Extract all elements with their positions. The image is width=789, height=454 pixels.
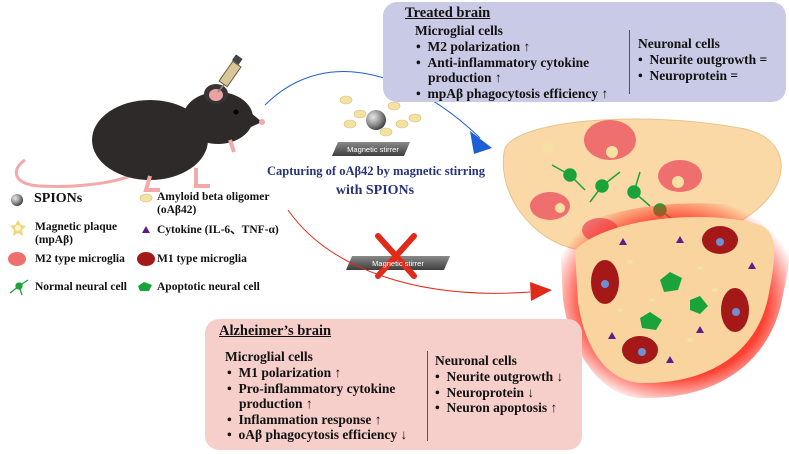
treated-brain-title: Treated brain — [405, 5, 491, 21]
treated-microglia-header: Microglial cells — [415, 23, 503, 38]
stirrer-label-bottom: Magnetic stirrer — [372, 259, 424, 268]
alzheimer-microglia-list: M1 polarization ↑ Pro-inflammatory cytok… — [227, 365, 437, 443]
magnetic-stirrer-bottom — [346, 256, 450, 270]
stirrer-label-top: Magnetic stirrer — [347, 145, 399, 154]
alzheimer-brain-panel: Alzheimer’s brain Microglial cells M1 po… — [205, 319, 582, 450]
list-item: Neuron apoptosis ↑ — [435, 400, 581, 416]
list-item: Neuroprotein ↓ — [435, 385, 581, 401]
magnetic-stirrer-top — [332, 142, 410, 156]
legend-spions: SPIONs — [34, 191, 83, 206]
legend-normal-neuron: Normal neural cell — [35, 281, 127, 293]
m1-microglia-icon — [137, 252, 155, 266]
syringe-icon — [217, 54, 243, 93]
list-item: M2 polarization ↑ — [416, 39, 646, 55]
m2-microglia-icon — [8, 252, 26, 266]
legend-m1: M1 type microglia — [157, 253, 247, 265]
cytokine-icon — [142, 226, 150, 233]
legend-m2: M2 type microglia — [35, 253, 125, 265]
caption-line-2: with SPIONs — [335, 183, 415, 198]
legend-amyloid: Amyloid beta oligomer (oAβ42) — [157, 191, 270, 216]
list-item: Neurite outgrowth ↓ — [435, 369, 581, 385]
list-item: M1 polarization ↑ — [227, 365, 437, 381]
list-item: Neurite outgrowth = — [638, 52, 786, 68]
red-cross-icon — [375, 233, 417, 279]
list-item: Anti-inflammatory cytokine production ↑ — [416, 55, 646, 86]
list-item: Inflammation response ↑ — [227, 412, 437, 428]
list-item: Pro-inflammatory cytokine production ↑ — [227, 381, 437, 412]
treated-neuron-list: Neurite outgrowth = Neuroprotein = — [638, 52, 786, 83]
alzheimer-brain-title: Alzheimer’s brain — [219, 323, 332, 339]
alzheimer-pathway-line — [287, 209, 531, 294]
legend-apoptotic-neuron: Apoptotic neural cell — [157, 281, 260, 293]
legend-plaque: Magnetic plaque (mpAβ) — [35, 221, 118, 246]
treated-pathway-line — [264, 71, 481, 139]
magnetic-plaque-icon — [10, 220, 26, 236]
alzheimer-neuron-list: Neurite outgrowth ↓ Neuroprotein ↓ Neuro… — [435, 369, 581, 416]
normal-neuron-icon — [9, 279, 29, 296]
treated-microglia-list: M2 polarization ↑ Anti-inflammatory cyto… — [416, 39, 646, 101]
alzheimer-neuron-header: Neuronal cells — [435, 353, 517, 368]
spion-icon — [11, 194, 23, 206]
alzheimer-brain-tissue — [560, 203, 789, 399]
list-item: mpAβ phagocytosis efficiency ↑ — [416, 86, 646, 102]
treated-neuron-header: Neuronal cells — [638, 36, 720, 51]
caption-line-1: Capturing of oAβ42 by magnetic stirring — [266, 164, 486, 178]
spion-amyloid-cluster — [339, 95, 422, 137]
alzheimer-microglia-header: Microglial cells — [225, 349, 313, 364]
apoptotic-neuron-icon — [138, 282, 152, 291]
blue-arrow-head — [470, 131, 492, 154]
red-arrow-head — [530, 282, 552, 301]
legend-cytokine: Cytokine (IL-6、TNF-α) — [157, 224, 279, 236]
list-item: oAβ phagocytosis efficiency ↓ — [227, 427, 437, 443]
treated-brain-panel: Treated brain Microglial cells M2 polari… — [383, 2, 786, 102]
panel-divider — [427, 351, 428, 441]
mouse-illustration — [14, 84, 265, 192]
amyloid-oligomer-icon — [139, 193, 153, 203]
list-item: Neuroprotein = — [638, 68, 786, 84]
panel-divider — [629, 30, 630, 94]
